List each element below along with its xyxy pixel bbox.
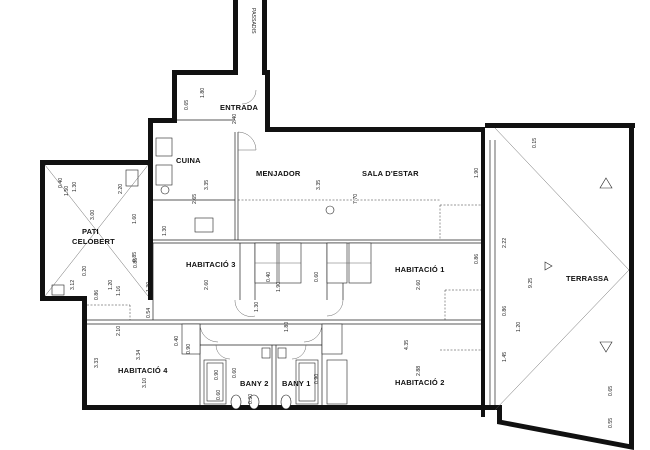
dim-terrassa-top: 0.15 bbox=[532, 138, 538, 148]
dim-bany-c: 0.90 bbox=[314, 374, 320, 384]
dim-terr-b: 1.20 bbox=[516, 322, 522, 332]
room-label-terrassa: TERRASSA bbox=[566, 274, 609, 283]
dim-pati-i: 0.86 bbox=[94, 290, 100, 300]
dim-hab2-e: 0.90 bbox=[186, 344, 192, 354]
dim-corridor: 1.80 bbox=[284, 322, 290, 332]
dim-sala-height: 1.90 bbox=[474, 168, 480, 178]
room-label-bany-1: BANY 1 bbox=[282, 379, 311, 388]
dim-pati-k: 0.20 bbox=[82, 266, 88, 276]
dim-pati-h: 1.16 bbox=[116, 286, 122, 296]
dim-passage-width: 1.30 bbox=[254, 302, 260, 312]
dim-pati-a: 1.30 bbox=[72, 182, 78, 192]
room-label-menjador: MENJADOR bbox=[256, 169, 301, 178]
dim-bany-a: 0.90 bbox=[214, 370, 220, 380]
dim-entrada-height: 2.40 bbox=[232, 114, 238, 124]
room-label-habitacio-1: HABITACIÓ 1 bbox=[395, 265, 445, 274]
dim-menjador-height: 3.35 bbox=[316, 180, 322, 190]
dim-hab3-g: 1.90 bbox=[276, 282, 282, 292]
dim-cuina-height: 3.35 bbox=[204, 180, 210, 190]
dim-hab3-e: 0.85 bbox=[133, 258, 139, 268]
dim-hab1-height: 2.60 bbox=[416, 280, 422, 290]
dim-pati-g: 0.85 bbox=[132, 252, 138, 262]
dim-pati-f: 0.40 bbox=[58, 178, 64, 188]
dim-hab4-height: 3.10 bbox=[142, 378, 148, 388]
room-label-passadis: PASSADIS bbox=[250, 8, 256, 34]
bathroom-fixtures bbox=[51, 137, 348, 410]
dim-hab3-height: 2.60 bbox=[204, 280, 210, 290]
dim-hab3-closet: 0.40 bbox=[266, 272, 272, 282]
shaft-and-terrace-marks bbox=[44, 127, 630, 411]
dimension-labels: 1.80 2.40 0.65 3.35 2.65 3.35 7.70 1.90 … bbox=[58, 88, 614, 428]
room-label-habitacio-4: HABITACIÓ 4 bbox=[118, 366, 168, 375]
dim-hab4-left: 3.33 bbox=[94, 358, 100, 368]
dim-pati-j: 1.20 bbox=[108, 280, 114, 290]
dim-hab3-width: 1.30 bbox=[146, 282, 152, 292]
dim-entrada-width: 1.80 bbox=[200, 88, 206, 98]
room-label-sala-estar: SALA D'ESTAR bbox=[362, 169, 419, 178]
dim-pati-l: 3.12 bbox=[70, 280, 76, 290]
dim-hab2-height: 2.88 bbox=[416, 366, 422, 376]
dim-hab1-side: 0.86 bbox=[474, 254, 480, 264]
dim-hab2-c: 1.45 bbox=[502, 352, 508, 362]
dim-pati-d: 2.20 bbox=[118, 184, 124, 194]
dim-pati-b: 1.50 bbox=[64, 186, 70, 196]
dim-sala-width: 7.70 bbox=[353, 194, 359, 204]
dim-entrada-side: 0.65 bbox=[184, 100, 190, 110]
room-labels: ENTRADA CUINA MENJADOR SALA D'ESTAR PATI… bbox=[72, 8, 609, 388]
dim-hab2-b: 4.35 bbox=[404, 340, 410, 350]
dim-pati-e: 1.60 bbox=[132, 214, 138, 224]
dim-bany-b: 0.60 bbox=[232, 368, 238, 378]
wardrobes bbox=[181, 242, 372, 355]
dim-bany-e: 0.60 bbox=[216, 390, 222, 400]
dim-pati-c: 3.00 bbox=[90, 210, 96, 220]
dim-hab4-a: 2.10 bbox=[116, 326, 122, 336]
dim-cuina-height-2: 2.65 bbox=[192, 194, 198, 204]
room-label-bany-2: BANY 2 bbox=[240, 379, 269, 388]
dim-terr-a: 0.86 bbox=[502, 306, 508, 316]
dim-hab1-closet: 0.60 bbox=[314, 272, 320, 282]
room-label-cuina: CUINA bbox=[176, 156, 201, 165]
dim-hab4-c: 0.54 bbox=[146, 308, 152, 318]
exterior-walls bbox=[40, 0, 635, 450]
room-label-entrada: ENTRADA bbox=[220, 103, 258, 112]
dim-terr-c: 0.65 bbox=[608, 386, 614, 396]
doors bbox=[199, 89, 344, 360]
room-label-celobert: CELOBERT bbox=[72, 237, 115, 246]
dim-hab2-d: 0.40 bbox=[174, 336, 180, 346]
dim-hab3-f: 1.30 bbox=[162, 226, 168, 236]
room-label-habitacio-3: HABITACIÓ 3 bbox=[186, 260, 236, 269]
dim-terr-d: 0.55 bbox=[608, 418, 614, 428]
dim-hab4-b: 3.34 bbox=[136, 350, 142, 360]
room-label-pati: PATI bbox=[82, 227, 99, 236]
dim-terrassa-mid: 2.22 bbox=[502, 238, 508, 248]
dim-terrassa-height: 9.25 bbox=[528, 278, 534, 288]
dim-bany-d: 0.30 bbox=[248, 394, 254, 404]
room-label-habitacio-2: HABITACIÓ 2 bbox=[395, 378, 445, 387]
